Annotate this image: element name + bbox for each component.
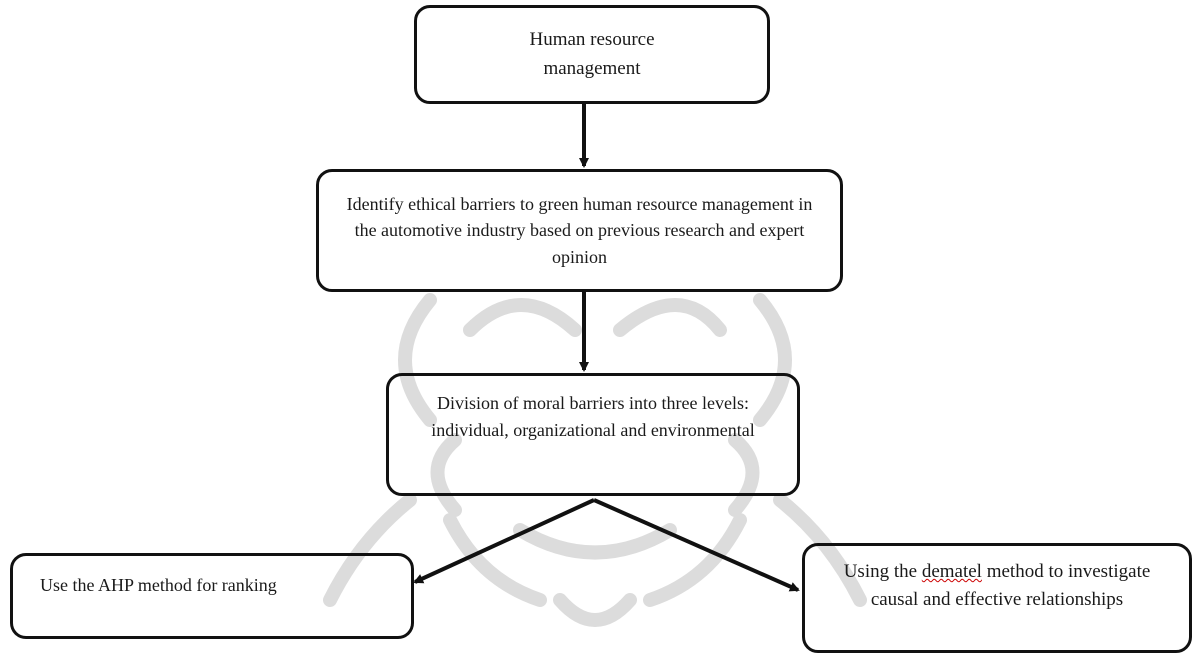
node-label-part: Using the [843, 561, 922, 582]
node-label: Use the AHP method for ranking [40, 575, 277, 595]
node-label: Identify ethical barriers to green human… [346, 194, 813, 267]
edge-division-ahp [413, 498, 595, 584]
edge-division-dematel [593, 498, 800, 592]
node-label: Human resource management [529, 29, 655, 79]
node-dematel-method: Using the dematel method to investigate … [802, 543, 1192, 653]
node-label: Division of moral barriers into three le… [431, 393, 755, 440]
node-human-resource-management: Human resource management [414, 5, 770, 104]
node-label: Using the dematel method to investigate … [832, 558, 1162, 613]
node-ahp-ranking: Use the AHP method for ranking [10, 553, 414, 639]
node-label-part: method to investigate causal and effecti… [870, 561, 1151, 610]
node-identify-ethical-barriers: Identify ethical barriers to green human… [316, 169, 843, 292]
node-division-moral-barriers: Division of moral barriers into three le… [386, 373, 800, 496]
spellcheck-flagged-word: dematel [921, 561, 982, 582]
